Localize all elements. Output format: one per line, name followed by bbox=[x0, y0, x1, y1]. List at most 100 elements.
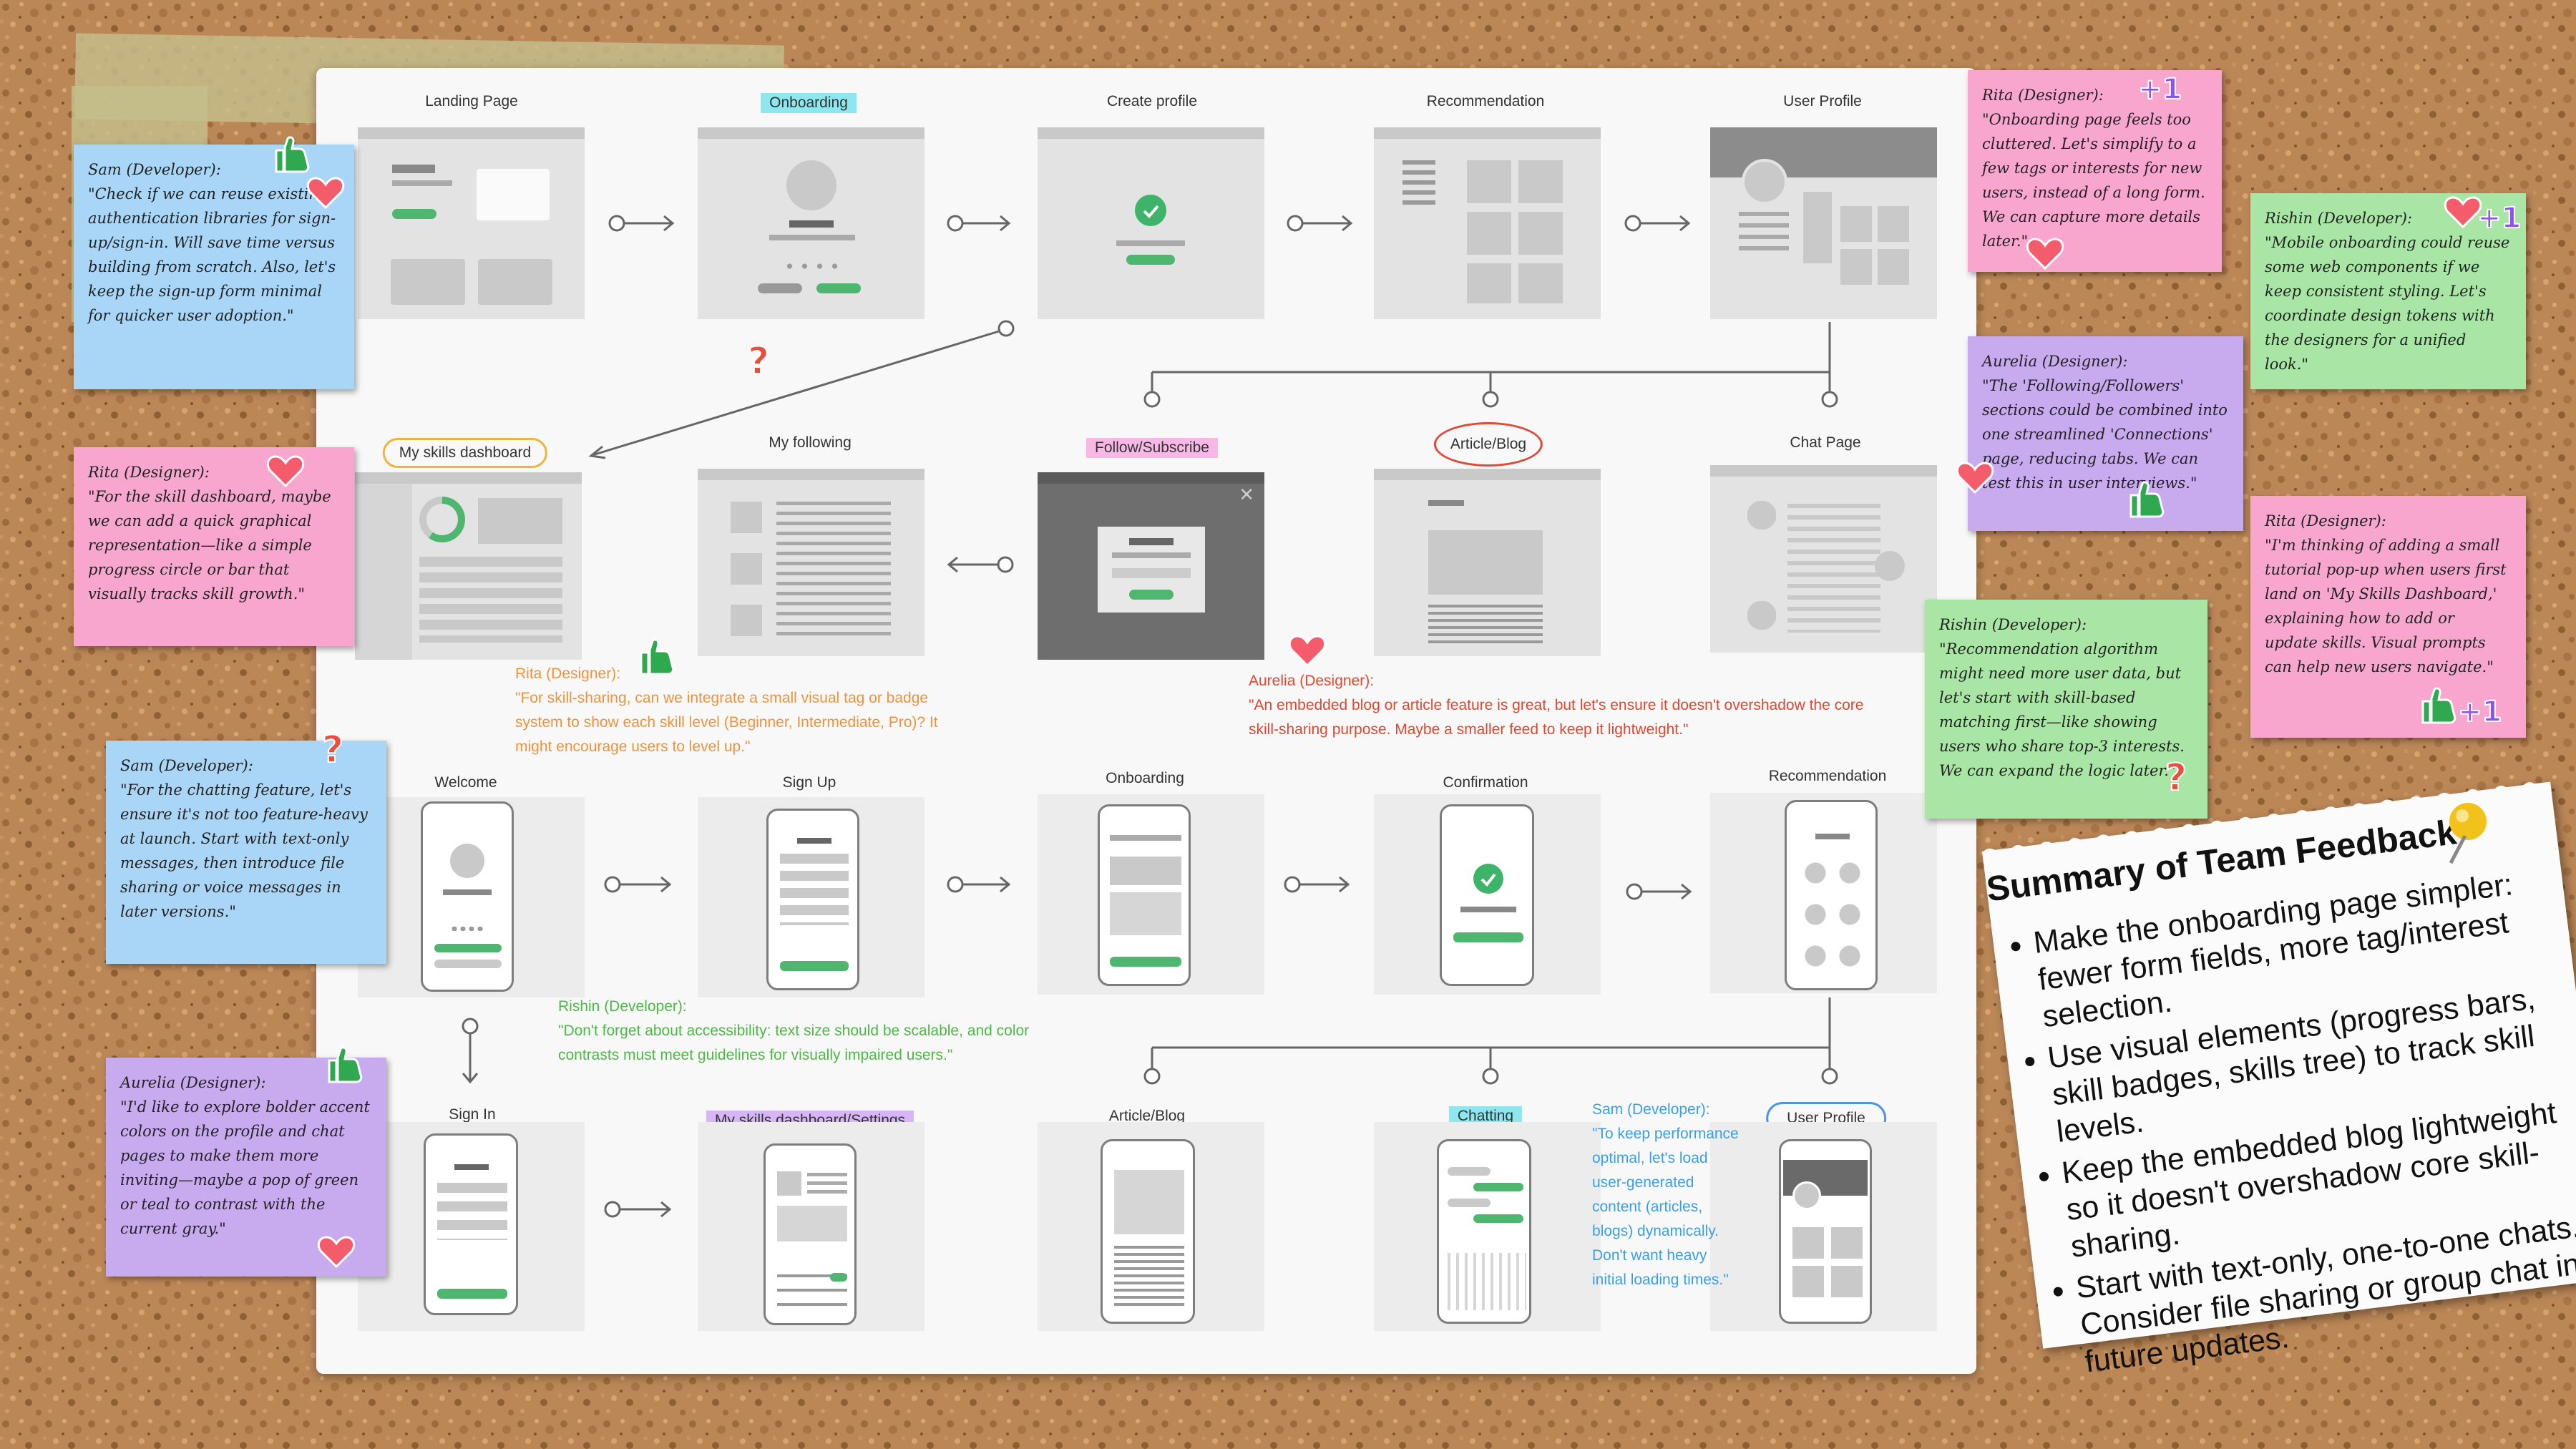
phone-frame bbox=[1785, 800, 1878, 990]
mobile-my-skills-settings[interactable] bbox=[698, 1122, 924, 1331]
browser-bar bbox=[698, 469, 924, 480]
cta-button[interactable] bbox=[392, 209, 436, 219]
get-started-button[interactable] bbox=[434, 944, 502, 952]
check-glyph bbox=[1480, 873, 1496, 887]
comment-aurelia: Aurelia (Designer): "An embedded blog or… bbox=[1249, 669, 1878, 742]
browser-bar bbox=[1710, 465, 1937, 477]
wireframe-article-blog[interactable] bbox=[1374, 469, 1601, 656]
sticky-note-rita-dashboard: Rita (Designer): "For the skill dashboar… bbox=[74, 447, 354, 646]
mobile-confirmation[interactable] bbox=[1374, 794, 1601, 995]
profile-cards bbox=[1803, 192, 1911, 306]
note-text: "I'm thinking of adding a small tutorial… bbox=[2265, 537, 2507, 675]
phone-frame bbox=[1101, 1139, 1195, 1324]
sticky-note-rita-tutorial: Rita (Designer): "I'm thinking of adding… bbox=[2250, 496, 2526, 738]
sign-in-button[interactable] bbox=[437, 1289, 507, 1299]
following-lines bbox=[776, 502, 891, 638]
browser-bar bbox=[1374, 469, 1601, 480]
comment-rishin: Rishin (Developer): "Don't forget about … bbox=[558, 995, 1073, 1068]
note-author: Rita (Designer): bbox=[2265, 512, 2386, 530]
note-text: "For the chatting feature, let's ensure … bbox=[120, 781, 368, 920]
hero-text bbox=[392, 180, 452, 186]
screen-title-user-profile: User Profile bbox=[1783, 93, 1862, 109]
screen-title-welcome: Welcome bbox=[434, 774, 497, 791]
screen-title-article-blog-mobile: Article/Blog bbox=[1108, 1108, 1186, 1124]
mobile-sign-up[interactable] bbox=[698, 797, 924, 997]
comment-author: Rishin (Developer): bbox=[558, 998, 687, 1015]
onboarding-heading bbox=[789, 220, 834, 228]
comment-text: "For skill-sharing, can we integrate a s… bbox=[515, 690, 938, 755]
sidebar bbox=[355, 484, 412, 660]
chat-avatars bbox=[1747, 501, 1776, 637]
wireframe-my-following[interactable] bbox=[698, 469, 924, 656]
note-author: Sam (Developer): bbox=[120, 757, 253, 774]
mobile-recommendation[interactable] bbox=[1710, 793, 1937, 993]
browser-bar bbox=[1038, 127, 1264, 139]
toggle-on[interactable] bbox=[830, 1273, 847, 1282]
next-button[interactable] bbox=[816, 283, 861, 293]
profile-avatar bbox=[1742, 159, 1787, 205]
mobile-onboarding[interactable] bbox=[1038, 794, 1264, 995]
article-image bbox=[1428, 530, 1543, 595]
page-dots bbox=[782, 263, 842, 269]
article-title bbox=[1428, 500, 1464, 506]
done-button[interactable] bbox=[1453, 932, 1523, 942]
sticky-note-rishin-algorithm: Rishin (Developer): "Recommendation algo… bbox=[1925, 600, 2207, 819]
check-icon bbox=[1473, 864, 1503, 894]
summary-list: Make the onboarding page simpler: fewer … bbox=[2013, 862, 2576, 1387]
wireframe-follow-subscribe[interactable]: ✕ bbox=[1038, 472, 1264, 660]
continue-button[interactable] bbox=[1126, 255, 1175, 265]
card bbox=[478, 259, 552, 305]
screen-title-landing: Landing Page bbox=[425, 93, 518, 109]
success-text bbox=[1116, 240, 1185, 246]
summary-card: Summary of Team Feedback Make the onboar… bbox=[1982, 781, 2576, 1380]
mobile-article-blog[interactable] bbox=[1038, 1122, 1264, 1331]
wireframe-onboarding[interactable] bbox=[698, 127, 924, 319]
push-pin-icon bbox=[2449, 803, 2487, 864]
phone-frame bbox=[1779, 1139, 1872, 1324]
browser-bar bbox=[698, 127, 924, 139]
wireframe-my-skills-dashboard[interactable] bbox=[355, 472, 582, 660]
mobile-welcome[interactable] bbox=[358, 797, 585, 997]
subscribe-modal bbox=[1098, 527, 1205, 613]
screen-title-sign-up: Sign Up bbox=[782, 774, 836, 791]
wireframe-landing-page[interactable] bbox=[358, 127, 585, 319]
note-author: Rishin (Developer): bbox=[1939, 616, 2087, 633]
phone-frame bbox=[763, 1143, 857, 1325]
card bbox=[391, 259, 465, 305]
onboarding-text bbox=[769, 235, 855, 240]
close-icon[interactable]: ✕ bbox=[1239, 484, 1254, 505]
mobile-user-profile[interactable] bbox=[1710, 1122, 1937, 1331]
keyboard[interactable] bbox=[1442, 1253, 1526, 1310]
note-text: "For the skill dashboard, maybe we can a… bbox=[88, 488, 331, 602]
check-icon bbox=[1135, 195, 1166, 226]
browser-bar bbox=[1038, 472, 1264, 484]
mobile-chatting[interactable] bbox=[1374, 1122, 1601, 1331]
avatar-placeholder bbox=[786, 160, 836, 210]
note-text: "I'd like to explore bolder accent color… bbox=[120, 1098, 370, 1237]
subscribe-button[interactable] bbox=[1129, 590, 1174, 600]
wireframe-user-profile[interactable] bbox=[1710, 127, 1937, 319]
note-text: "Recommendation algorithm might need mor… bbox=[1939, 640, 2185, 779]
wireframe-chat-page[interactable] bbox=[1710, 465, 1937, 653]
wireframe-recommendation[interactable] bbox=[1374, 127, 1601, 319]
comment-text: "To keep performance optimal, let's load… bbox=[1592, 1126, 1739, 1288]
progress-circle-icon bbox=[419, 497, 465, 542]
skip-button[interactable] bbox=[758, 283, 802, 293]
card-grid bbox=[1467, 160, 1567, 303]
hero-heading bbox=[392, 165, 435, 173]
continue-button[interactable] bbox=[1110, 957, 1181, 967]
note-author: Rita (Designer): bbox=[1982, 87, 2104, 104]
sign-up-button[interactable] bbox=[780, 961, 849, 971]
screen-title-my-following: My following bbox=[769, 434, 852, 451]
wireframe-create-profile[interactable] bbox=[1038, 127, 1264, 319]
comment-author: Rita (Designer): bbox=[515, 665, 621, 682]
comment-text: "An embedded blog or article feature is … bbox=[1249, 697, 1864, 738]
mobile-sign-in[interactable] bbox=[358, 1122, 585, 1331]
screen-title-follow-subscribe: Follow/Subscribe bbox=[1086, 438, 1218, 458]
screen-title-confirmation: Confirmation bbox=[1443, 774, 1528, 791]
sticky-note-sam-auth: Sam (Developer): "Check if we can reuse … bbox=[74, 145, 354, 389]
note-author: Aurelia (Designer): bbox=[120, 1074, 266, 1091]
screen-title-recommendation-mobile: Recommendation bbox=[1768, 768, 1887, 784]
comment-author: Aurelia (Designer): bbox=[1249, 673, 1375, 689]
phone-frame bbox=[421, 801, 514, 992]
